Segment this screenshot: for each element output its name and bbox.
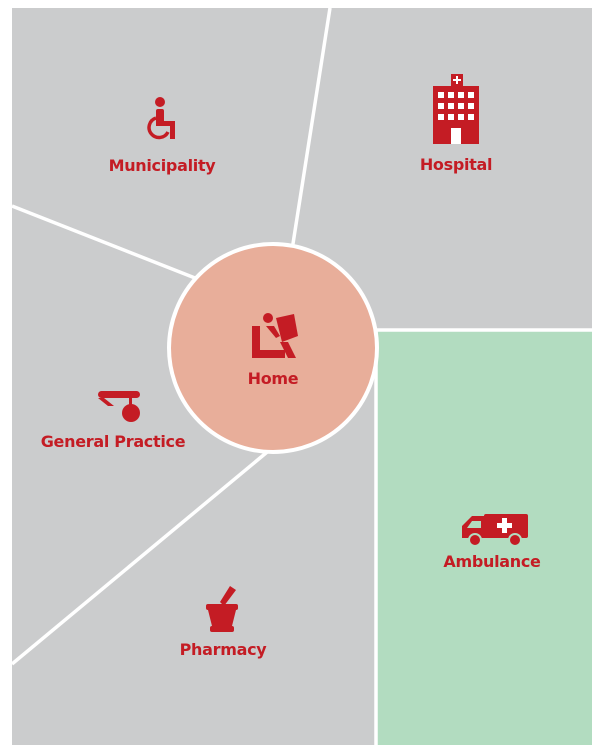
hospital-label: Hospital (419, 155, 493, 174)
head-mirror-icon (98, 391, 140, 422)
hospital-building-icon (433, 74, 479, 144)
municipality-label: Municipality (108, 156, 216, 175)
wheelchair-icon (147, 97, 175, 140)
mortar-pestle-icon (206, 586, 238, 632)
general-practice-label: General Practice (40, 432, 186, 451)
divider-general-practice-pharmacy (10, 446, 274, 666)
ambulance-icon (462, 514, 528, 547)
home-reading-icon (252, 313, 298, 358)
home-circle[interactable] (167, 242, 379, 454)
divider-municipality-general-practice (11, 204, 196, 280)
pharmacy-label: Pharmacy (179, 640, 267, 659)
home-label: Home (247, 369, 299, 388)
ambulance-label: Ambulance (443, 552, 541, 571)
divider-municipality-hospital (290, 7, 332, 251)
